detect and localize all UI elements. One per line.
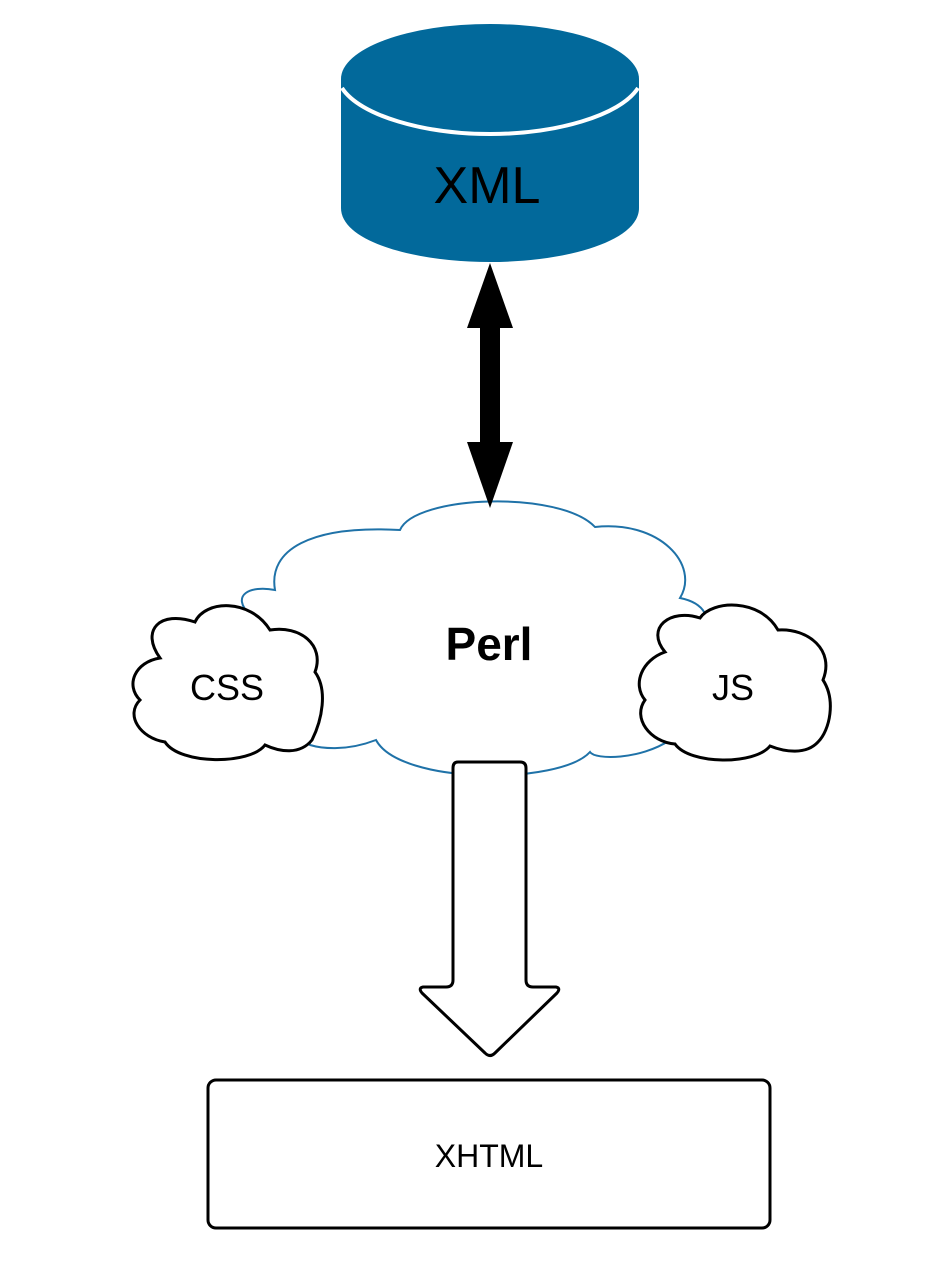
arrow-head-down [467,442,513,508]
js-label: JS [712,667,754,708]
output-block-arrow [418,760,561,1057]
database-cylinder-rim [340,86,640,137]
xhtml-label: XHTML [435,1138,543,1174]
database-cylinder-top [341,24,639,134]
css-cloud-shape [131,604,324,762]
css-input-node: CSS [131,604,324,762]
xhtml-box [206,1078,772,1230]
arrow-shaft [480,322,500,448]
arrow-head-up [467,263,513,328]
bidirectional-arrow [467,263,513,508]
js-cloud-shape [637,603,832,762]
css-label: CSS [190,667,264,708]
xml-label: XML [434,157,541,215]
xml-database-node: XML [340,24,640,262]
perl-processor-node: Perl [241,500,711,777]
js-input-node: JS [637,603,832,762]
xhtml-output-node: XHTML [206,1078,772,1230]
perl-label: Perl [446,618,533,670]
